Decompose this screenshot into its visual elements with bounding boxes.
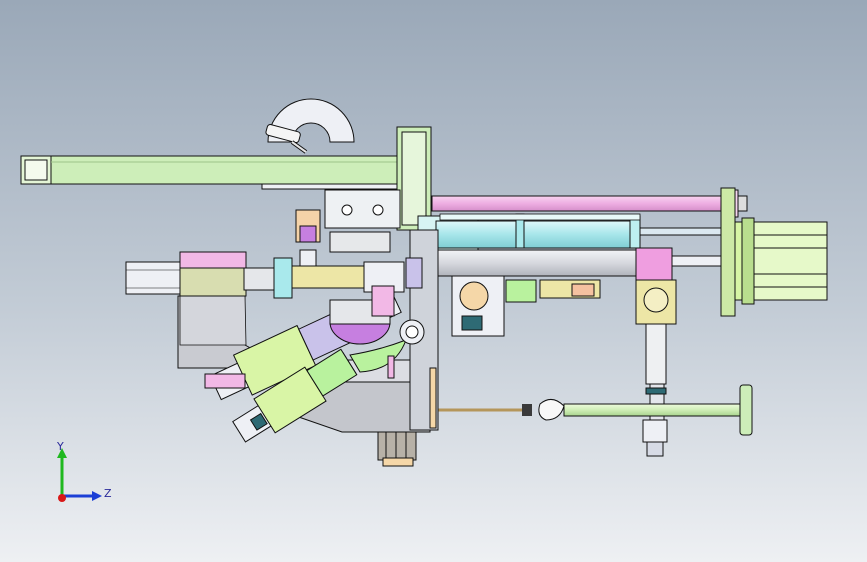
gripper-head: [329, 285, 425, 373]
middle-block: [451, 275, 601, 337]
cyan-cylinder: [417, 213, 741, 253]
left-actuator: [125, 249, 423, 299]
lower-rod: [432, 384, 753, 436]
vertical-column: [295, 126, 432, 253]
axis-triad-graphic: [57, 448, 102, 502]
pink-cylinder: [431, 189, 748, 218]
z-axis-label: Z: [104, 487, 112, 500]
y-axis-arrow: [57, 448, 67, 458]
swivel-handle: [265, 98, 355, 154]
frame-accents: [204, 355, 437, 429]
motor-unit: [720, 187, 828, 317]
axis-triad: Y Z: [48, 440, 118, 510]
vertical-support: [635, 279, 677, 457]
z-axis-arrow: [92, 491, 102, 501]
y-axis-label: Y: [57, 440, 64, 453]
horizontal-arm: [20, 155, 401, 190]
diagonal-actuator-lower: [232, 348, 358, 443]
x-axis-dot: [58, 494, 66, 502]
